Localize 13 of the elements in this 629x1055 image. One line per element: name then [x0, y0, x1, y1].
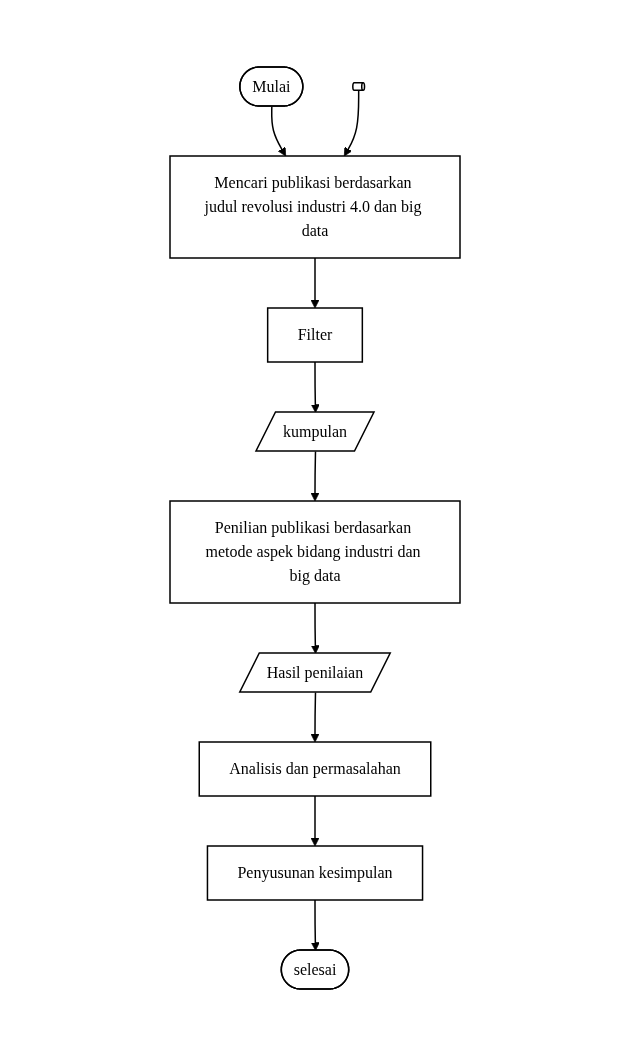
- arrow: [343, 89, 359, 156]
- arrow: [310, 898, 320, 951]
- arrow: [310, 256, 319, 308]
- node-box: Analisis dan permasalahan: [198, 740, 431, 797]
- arrow: [270, 105, 286, 156]
- node-cylinder: [351, 81, 365, 91]
- arrow: [310, 450, 319, 501]
- node-box: Penyusunan kesimpulan: [206, 844, 423, 901]
- node-box: Filter: [266, 306, 363, 363]
- arrow: [310, 794, 319, 846]
- node-box: Penilian publikasi berdasarkan metode aspek bidang industri dan big data: [168, 499, 461, 604]
- arrow: [310, 691, 319, 742]
- node-box: Mencari publikasi berdasarkan judul revolusi industri 4.0 dan big data: [168, 154, 461, 259]
